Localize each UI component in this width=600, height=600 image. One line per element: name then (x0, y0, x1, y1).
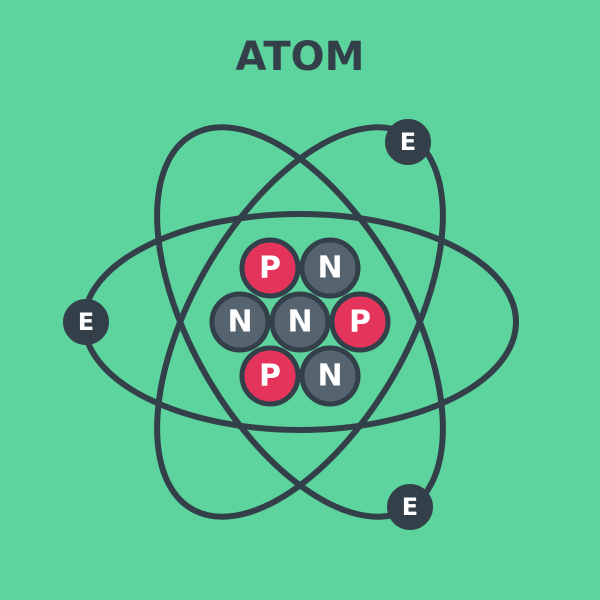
neutron-particle-label: N (317, 251, 342, 286)
proton-particle: P (239, 237, 301, 299)
electron-circle (385, 119, 431, 165)
neutron-particle-label: N (227, 305, 252, 340)
proton-particle-circle (329, 291, 391, 353)
neutron-particle-circle (299, 345, 361, 407)
electron-group: E E E (63, 119, 433, 530)
neutron-particle-circle (299, 237, 361, 299)
electron-label: E (402, 493, 418, 521)
electron: E (387, 484, 433, 530)
proton-particle: P (329, 291, 391, 353)
proton-particle-label: P (259, 251, 281, 286)
electron-label: E (400, 128, 416, 156)
proton-particle-label: P (349, 305, 371, 340)
proton-particle-circle (239, 345, 301, 407)
neutron-particle-label: N (317, 359, 342, 394)
neutron-particle: N (269, 291, 331, 353)
electron-circle (63, 299, 109, 345)
neutron-particle-label: N (287, 305, 312, 340)
neutron-particle: N (299, 237, 361, 299)
neutron-particle: N (209, 291, 271, 353)
electron-label: E (78, 308, 94, 336)
neutron-particle: N (299, 345, 361, 407)
electron: E (63, 299, 109, 345)
diagram-title: ATOM (235, 34, 365, 80)
neutron-particle-circle (209, 291, 271, 353)
electron-circle (387, 484, 433, 530)
proton-particle: P (239, 345, 301, 407)
proton-particle-circle (239, 237, 301, 299)
electron: E (385, 119, 431, 165)
neutron-particle-circle (269, 291, 331, 353)
proton-particle-label: P (259, 359, 281, 394)
